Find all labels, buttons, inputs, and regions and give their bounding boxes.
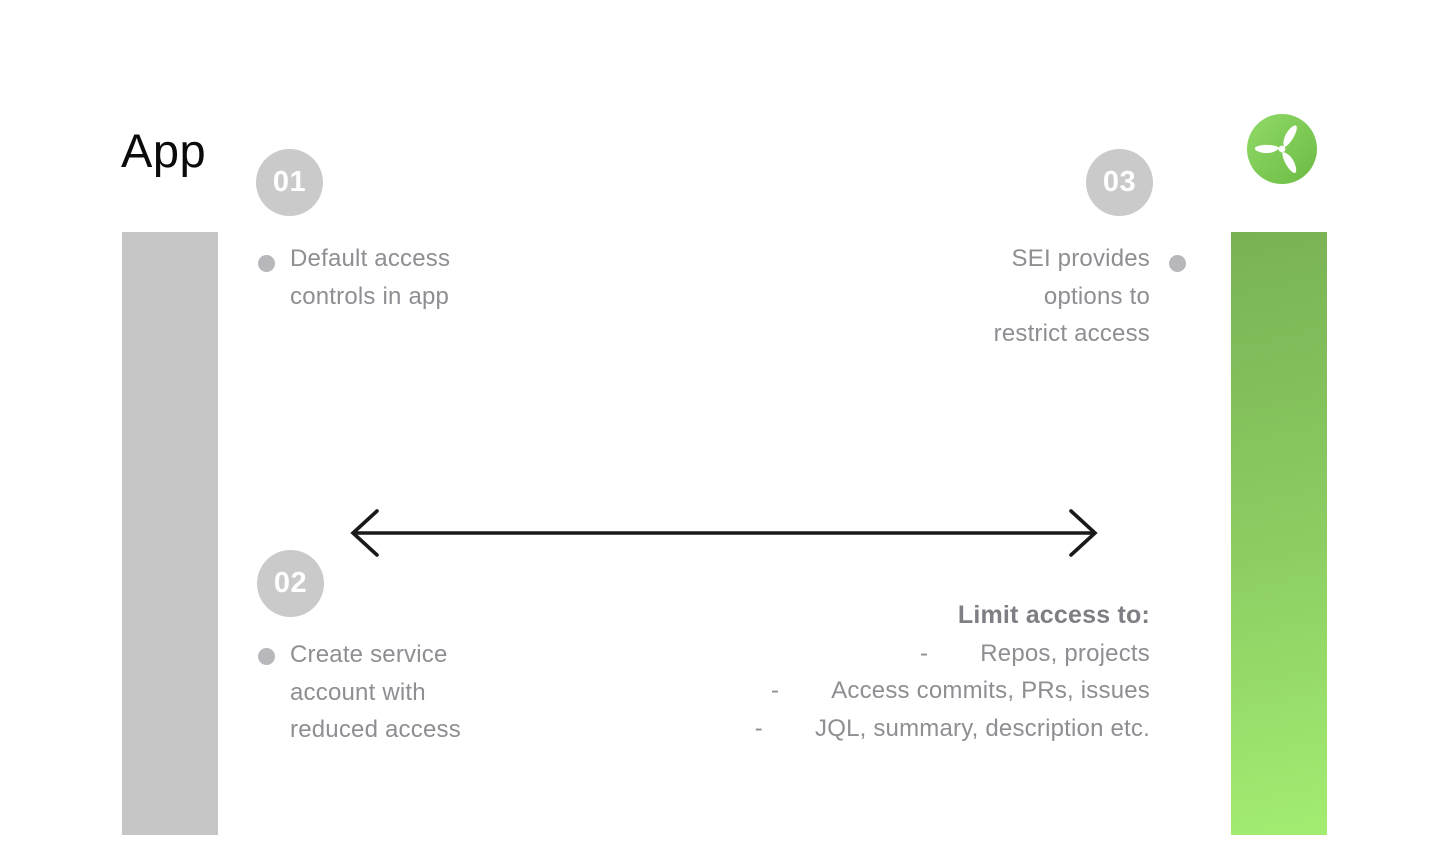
note-line: account with <box>290 678 426 706</box>
list-item: - Repos, projects <box>755 635 1150 673</box>
note-line: options to <box>1043 282 1150 310</box>
page-title: App <box>121 124 207 177</box>
list-dash: - <box>754 714 763 742</box>
note-line: Default access <box>290 245 451 272</box>
list-dash: - <box>920 639 929 667</box>
list-item: - Access commits, PRs, issues <box>755 672 1150 710</box>
propeller-logo-icon <box>1246 113 1318 185</box>
list-item: - JQL, summary, description etc. <box>755 710 1150 748</box>
bullet-icon <box>1169 255 1186 272</box>
double-headed-arrow <box>350 509 1098 557</box>
note-line: Create service <box>290 641 448 668</box>
bullet-icon <box>258 648 275 665</box>
note-default-access-controls: Default access controls in app <box>290 240 450 315</box>
step-badge-01: 01 <box>256 149 323 216</box>
note-sei-restrict-access: SEI provides options to restrict access <box>994 240 1150 353</box>
step-badge-03: 03 <box>1086 149 1153 216</box>
bullet-icon <box>258 255 275 272</box>
list-item-text: JQL, summary, description etc. <box>815 714 1150 742</box>
propeller-logo-svg <box>1247 114 1317 184</box>
app-gray-bar <box>122 232 218 835</box>
note-service-account: Create service account with reduced acce… <box>290 636 461 749</box>
list-item-text: Access commits, PRs, issues <box>831 677 1150 704</box>
limit-access-title: Limit access to: <box>957 601 1150 629</box>
limit-access-list: Limit access to: - Repos, projects - Acc… <box>755 597 1150 747</box>
step-number: 01 <box>272 166 307 198</box>
note-line: restrict access <box>993 320 1150 347</box>
list-item-text: Repos, projects <box>980 639 1150 667</box>
step-badge-02: 02 <box>257 550 324 617</box>
note-line: SEI provides <box>1011 245 1150 272</box>
note-line: controls in app <box>290 282 450 310</box>
note-line: reduced access <box>290 716 461 743</box>
step-number: 03 <box>1102 166 1137 198</box>
list-dash: - <box>771 677 780 704</box>
sei-green-bar <box>1231 232 1327 835</box>
step-number: 02 <box>273 567 308 599</box>
